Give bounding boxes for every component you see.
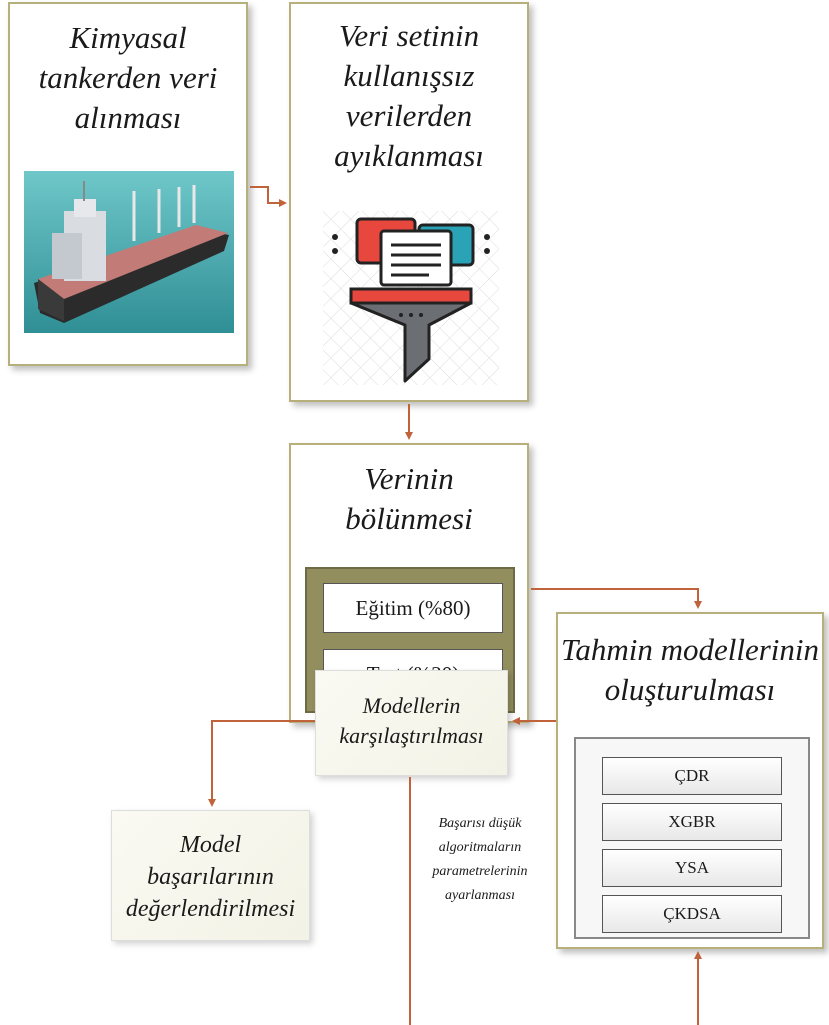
title-line: bölünmesi	[345, 501, 473, 536]
note-line: ayarlanması	[445, 888, 515, 903]
tanker-ship-image	[24, 171, 234, 333]
data-cleaning-box: Veri setinin kullanışsız verilerden ayık…	[289, 2, 529, 402]
title-line: Verinin	[364, 461, 454, 496]
model-list-panel: ÇDR XGBR YSA ÇKDSA	[574, 737, 810, 939]
title-line: karşılaştırılması	[339, 723, 484, 748]
model-comparison-box: Modellerin karşılaştırılması	[315, 670, 508, 776]
arrow-split-to-models	[531, 588, 702, 609]
model-xgbr: XGBR	[602, 803, 782, 841]
title-line: Modellerin	[362, 693, 461, 718]
model-ckdsa: ÇKDSA	[602, 895, 782, 933]
title-line: Model	[179, 832, 242, 858]
model-ysa: YSA	[602, 849, 782, 887]
title-line: Veri setinin	[338, 18, 480, 53]
title-line: değerlendirilmesi	[125, 896, 296, 922]
model-building-title: Tahmin modellerinin oluşturulması	[558, 630, 822, 710]
data-acquisition-title: Kimyasal tankerden veri alınması	[10, 18, 246, 138]
note-line: algoritmaların	[438, 840, 522, 855]
tuning-note: Başarısı düşük algoritmaların parametrel…	[414, 812, 546, 908]
title-line: Kimyasal	[69, 20, 187, 55]
note-line: Başarısı düşük	[438, 816, 522, 831]
title-line: Tahmin modellerinin	[560, 632, 820, 667]
title-line: kullanışsız	[343, 58, 475, 93]
arrow-comparison-to-evaluation	[208, 720, 315, 807]
data-cleaning-title: Veri setinin kullanışsız verilerden ayık…	[291, 16, 527, 176]
model-evaluation-box: Model başarılarının değerlendirilmesi	[111, 810, 310, 941]
note-line: parametrelerinin	[432, 864, 528, 879]
model-comparison-title: Modellerin karşılaştırılması	[316, 691, 507, 751]
title-line: verilerden	[345, 98, 473, 133]
train-split-label: Eğitim (%80)	[323, 583, 503, 633]
data-filter-funnel-icon	[321, 209, 501, 387]
model-evaluation-title: Model başarılarının değerlendirilmesi	[112, 829, 309, 925]
data-acquisition-box: Kimyasal tankerden veri alınması	[8, 2, 248, 366]
arrow-acquisition-to-cleaning	[250, 186, 287, 207]
model-building-box: Tahmin modellerinin oluşturulması ÇDR XG…	[556, 612, 824, 949]
model-cdr: ÇDR	[602, 757, 782, 795]
title-line: oluşturulması	[604, 672, 776, 707]
data-split-title: Verinin bölünmesi	[291, 459, 527, 539]
title-line: başarılarının	[147, 864, 274, 890]
title-line: ayıklanması	[334, 138, 484, 173]
title-line: alınması	[74, 100, 182, 135]
title-line: tankerden veri	[38, 60, 218, 95]
